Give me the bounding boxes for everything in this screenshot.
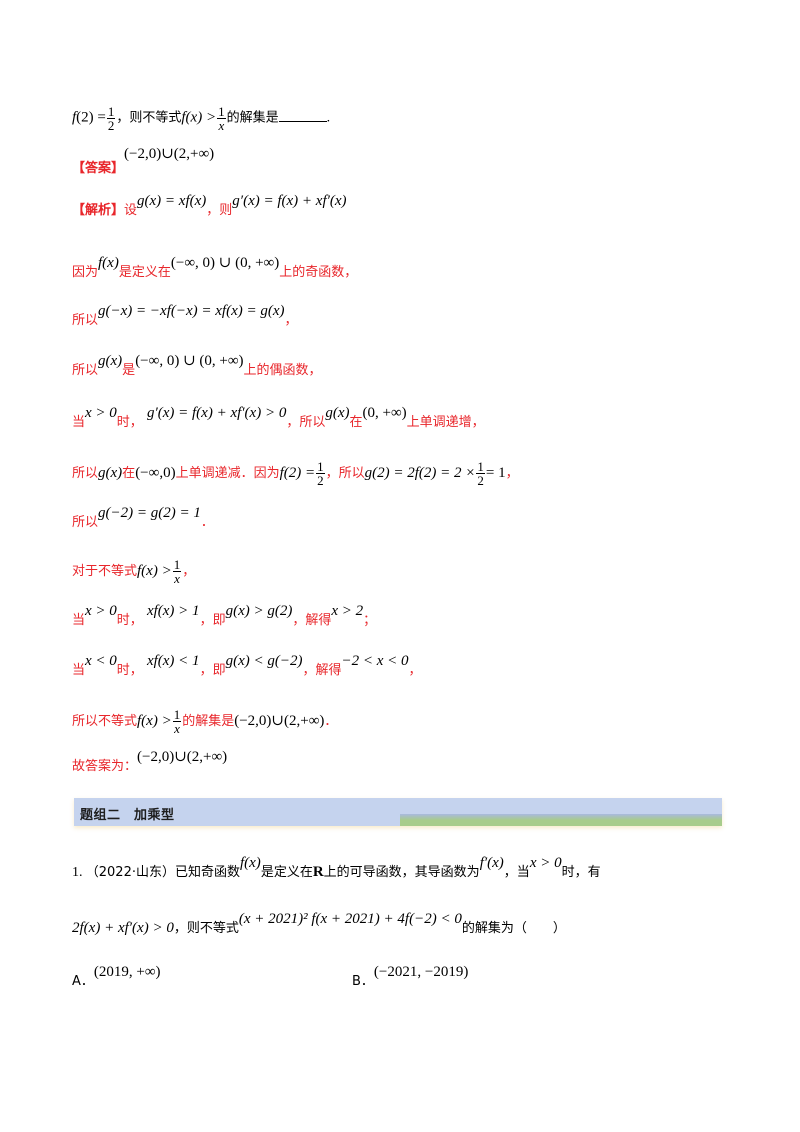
answer-line: 【答案】(−2,0)∪(2,+∞) <box>72 146 214 176</box>
answer-value: (−2,0)∪(2,+∞) <box>124 146 215 162</box>
section-header: 题组二 加乘型 <box>74 798 722 826</box>
section-title: 题组二 加乘型 <box>80 808 175 823</box>
section-accent-stripe <box>400 814 722 826</box>
analysis-line-2: 因为f(x)是定义在(−∞, 0) ∪ (0, +∞)上的奇函数， <box>72 255 358 280</box>
option-b-value: (−2021, −2019) <box>373 964 469 980</box>
question-1-line-2: 2f(x) + xf′(x) > 0，则不等式(x + 2021)² f(x +… <box>72 911 566 936</box>
question-source: （2022·山东） <box>85 865 175 880</box>
analysis-line-3: 所以g(−x) = −xf(−x) = xf(x) = g(x)， <box>72 303 298 328</box>
question-1-line-1: 1. （2022·山东）已知奇函数f(x)是定义在R上的可导函数，其导函数为f′… <box>72 855 601 880</box>
analysis-line-9: 当x > 0时， xf(x) > 1，即g(x) > g(2)，解得x > 2； <box>72 603 377 628</box>
math-gprime: g′(x) = f(x) + xf′(x) <box>232 193 347 209</box>
option-b[interactable]: B．(−2021, −2019) <box>352 964 468 990</box>
real-numbers-R: R <box>312 864 324 880</box>
problem-text-1: ，则不等式 <box>116 110 182 126</box>
inequality-lhs: f(x) > <box>181 109 217 126</box>
analysis-line-4: 所以g(x)是(−∞, 0) ∪ (0, +∞)上的偶函数， <box>72 353 322 378</box>
question-number: 1. <box>72 865 83 880</box>
analysis-line-5: 当x > 0时， g′(x) = f(x) + xf′(x) > 0，所以g(x… <box>72 405 485 430</box>
premise-arg: (2) = <box>76 109 106 126</box>
analysis-label: 【解析】 <box>72 203 125 218</box>
period: . <box>326 110 331 126</box>
answer-label: 【答案】 <box>72 161 125 176</box>
option-a-label: A． <box>72 974 94 989</box>
option-a[interactable]: A．(2019, +∞) <box>72 964 161 990</box>
analysis-line-10: 当x < 0时， xf(x) < 1，即g(x) < g(−2)，解得−2 < … <box>72 653 422 678</box>
answer-blank <box>278 109 327 122</box>
analysis-line-12: 故答案为：(−2,0)∪(2,+∞) <box>72 749 228 774</box>
problem-text-2: 的解集是 <box>226 110 279 126</box>
analysis-line-1: 【解析】设g(x) = xf(x)，则g′(x) = f(x) + xf′(x) <box>72 193 347 218</box>
option-b-label: B． <box>352 974 374 989</box>
analysis-line-7: 所以g(−2) = g(2) = 1． <box>72 505 214 530</box>
math-gx: g(x) = xf(x) <box>137 193 207 209</box>
option-a-value: (2019, +∞) <box>93 964 161 980</box>
premise-f: f <box>72 109 77 126</box>
